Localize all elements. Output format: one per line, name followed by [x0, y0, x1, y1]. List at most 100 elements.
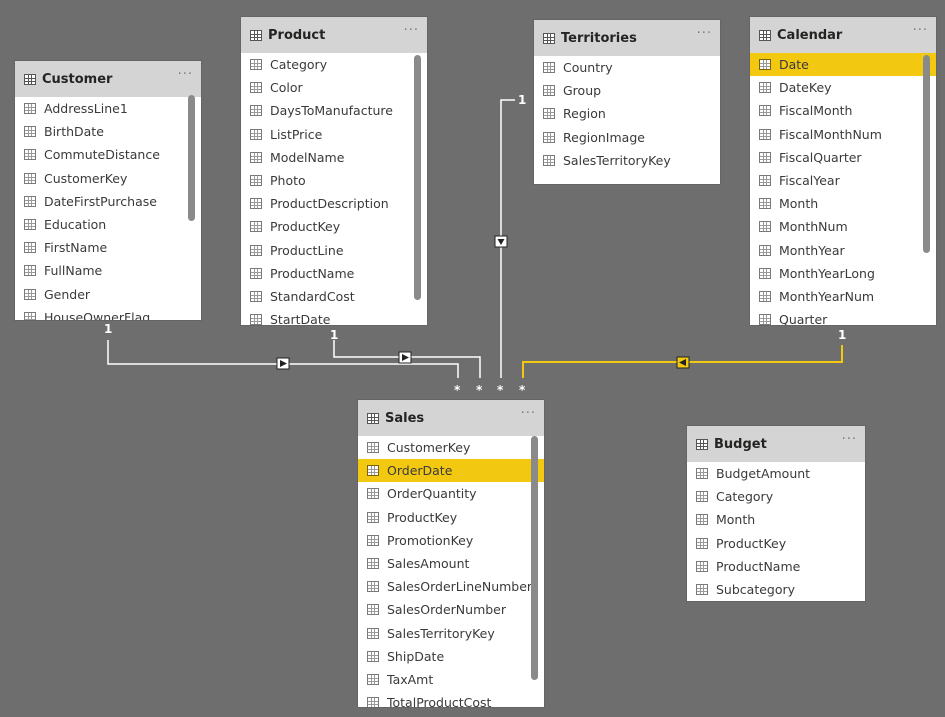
field-row[interactable]: DateFirstPurchase	[15, 190, 201, 213]
field-row[interactable]: Month	[687, 508, 865, 531]
column-icon	[759, 314, 771, 325]
field-label: Quarter	[779, 312, 828, 325]
more-options-icon[interactable]: ···	[912, 23, 928, 38]
field-row[interactable]: ProductKey	[241, 215, 427, 238]
field-row[interactable]: AddressLine1	[15, 97, 201, 120]
field-row[interactable]: ProductKey	[687, 532, 865, 555]
field-row[interactable]: Color	[241, 76, 427, 99]
field-row[interactable]: TaxAmt	[358, 668, 544, 691]
field-label: OrderDate	[387, 463, 453, 479]
field-row[interactable]: Category	[687, 485, 865, 508]
field-row[interactable]: Education	[15, 213, 201, 236]
field-row[interactable]: ProductLine	[241, 239, 427, 262]
column-icon	[543, 62, 555, 74]
more-options-icon[interactable]: ···	[696, 26, 712, 41]
field-label: SalesTerritoryKey	[563, 152, 671, 168]
field-row[interactable]: ProductName	[241, 262, 427, 285]
table-header[interactable]: Product···	[241, 17, 427, 53]
field-row[interactable]: DateKey	[750, 76, 936, 99]
table-header[interactable]: Sales···	[358, 400, 544, 436]
table-header[interactable]: Customer···	[15, 61, 201, 97]
field-row[interactable]: Quarter	[750, 308, 936, 325]
more-options-icon[interactable]: ···	[841, 432, 857, 447]
scrollbar[interactable]	[531, 436, 538, 680]
field-row[interactable]: Country	[534, 56, 720, 79]
column-icon	[250, 175, 262, 187]
field-label: AddressLine1	[44, 101, 128, 117]
field-row[interactable]: OrderQuantity	[358, 482, 544, 505]
field-row[interactable]: OrderDate	[358, 459, 544, 483]
field-row[interactable]: SalesTerritoryKey	[534, 149, 720, 172]
field-label: MonthYear	[779, 242, 845, 258]
field-row[interactable]: FiscalQuarter	[750, 146, 936, 169]
field-row[interactable]: SalesTerritoryKey	[358, 622, 544, 645]
field-row[interactable]: BudgetAmount	[687, 462, 865, 485]
field-row[interactable]: FiscalMonth	[750, 99, 936, 122]
column-icon	[367, 511, 379, 523]
column-icon	[24, 288, 36, 300]
field-row[interactable]: SalesOrderLineNumber	[358, 575, 544, 598]
field-row[interactable]: FiscalYear	[750, 169, 936, 192]
field-row[interactable]: Photo	[241, 169, 427, 192]
field-row[interactable]: SalesOrderNumber	[358, 598, 544, 621]
more-options-icon[interactable]: ···	[177, 67, 193, 82]
field-row[interactable]: BirthDate	[15, 120, 201, 143]
table-header[interactable]: Budget···	[687, 426, 865, 462]
field-row[interactable]: MonthNum	[750, 215, 936, 238]
field-row[interactable]: ListPrice	[241, 123, 427, 146]
column-icon	[696, 491, 708, 503]
field-row[interactable]: CustomerKey	[15, 167, 201, 190]
field-row[interactable]: PromotionKey	[358, 529, 544, 552]
field-row[interactable]: FullName	[15, 259, 201, 282]
field-row[interactable]: Region	[534, 102, 720, 125]
field-row[interactable]: StartDate	[241, 308, 427, 325]
table-header[interactable]: Calendar···	[750, 17, 936, 53]
field-row[interactable]: MonthYearNum	[750, 285, 936, 308]
scrollbar[interactable]	[188, 95, 195, 221]
field-row[interactable]: FirstName	[15, 236, 201, 259]
column-icon	[367, 465, 379, 477]
field-row[interactable]: Month	[750, 192, 936, 215]
field-row[interactable]: FiscalMonthNum	[750, 123, 936, 146]
field-row[interactable]: Group	[534, 79, 720, 102]
field-row[interactable]: MonthYearLong	[750, 262, 936, 285]
field-row[interactable]: Category	[241, 53, 427, 76]
field-label: TaxAmt	[387, 671, 434, 687]
field-row[interactable]: HouseOwnerFlag	[15, 306, 201, 320]
field-row[interactable]: ShipDate	[358, 645, 544, 668]
field-row[interactable]: Gender	[15, 283, 201, 306]
field-row[interactable]: CommuteDistance	[15, 143, 201, 166]
field-row[interactable]: TotalProductCost	[358, 691, 544, 707]
direction-arrow-customer	[276, 357, 290, 370]
field-row[interactable]: ProductName	[687, 555, 865, 578]
column-icon	[759, 59, 771, 71]
field-label: FiscalMonthNum	[779, 126, 882, 142]
field-row[interactable]: SalesAmount	[358, 552, 544, 575]
table-icon	[543, 32, 555, 44]
field-row[interactable]: CustomerKey	[358, 436, 544, 459]
scrollbar[interactable]	[414, 55, 421, 300]
field-row[interactable]: Subcategory	[687, 578, 865, 601]
field-row[interactable]: Date	[750, 53, 936, 77]
scrollbar[interactable]	[923, 55, 930, 253]
field-row[interactable]: ProductKey	[358, 506, 544, 529]
field-row[interactable]: MonthYear	[750, 239, 936, 262]
field-label: PromotionKey	[387, 532, 474, 548]
more-options-icon[interactable]: ···	[403, 23, 419, 38]
field-row[interactable]: RegionImage	[534, 126, 720, 149]
field-row[interactable]: ProductDescription	[241, 192, 427, 215]
column-icon	[250, 221, 262, 233]
table-header[interactable]: Territories···	[534, 20, 720, 56]
field-row[interactable]: ModelName	[241, 146, 427, 169]
more-options-icon[interactable]: ···	[520, 406, 536, 421]
field-row[interactable]: StandardCost	[241, 285, 427, 308]
field-row[interactable]: DaysToManufacture	[241, 99, 427, 122]
